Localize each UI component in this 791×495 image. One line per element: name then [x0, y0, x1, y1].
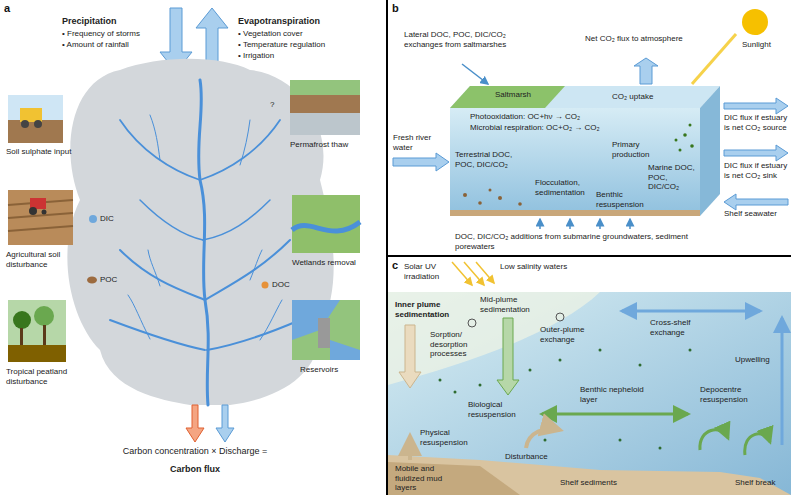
label: Sorption/ desorption processes: [430, 330, 490, 359]
panel-letter: c: [392, 259, 402, 271]
label: Shelf break: [735, 478, 785, 488]
label: Fresh river water: [393, 133, 445, 152]
label: • Temperature regulation: [238, 40, 358, 50]
label: Depocentre resuspension: [700, 385, 760, 404]
label: Sunlight: [742, 40, 787, 50]
label: ?: [270, 100, 280, 110]
label: Mid-plume sedimentation: [480, 295, 545, 314]
label: DIC flux if estuary is net CO₂ source: [724, 113, 788, 132]
label: Benthic nepheloid layer: [580, 385, 650, 404]
label: Saltmarsh: [495, 90, 545, 100]
label: Solar UV irradiation: [404, 262, 452, 281]
label: Wetlands removal: [292, 258, 372, 268]
label: Primary production: [612, 140, 672, 159]
panel: c: [388, 257, 791, 495]
label: Physical resuspension: [420, 428, 480, 447]
label: Upwelling: [735, 355, 780, 365]
label: Photooxidation: OC+hν → CO₂: [470, 112, 670, 122]
label: POC: [100, 275, 125, 285]
label: Net CO₂ flux to atmosphere: [585, 34, 685, 44]
label: Shelf seawater: [724, 209, 788, 219]
label: Benthic resuspension: [596, 190, 646, 209]
label: Terrestrial DOC, POC, DIC/CO₂: [455, 150, 530, 169]
label: Biological resuspension: [468, 400, 528, 419]
label: Lateral DOC, POC, DIC/CO₂ exchanges from…: [404, 30, 519, 49]
label: DIC flux if estuary is net CO₂ sink: [724, 161, 788, 180]
label: CO₂ uptake: [612, 92, 672, 102]
panel: a: [0, 0, 386, 495]
panel-letter: b: [392, 2, 402, 14]
label: Carbon concentration × Discharge =: [60, 446, 330, 457]
label: Microbial respiration: OC+O₂ → CO₂: [470, 123, 670, 133]
label: Flocculation, sedimentation: [535, 178, 600, 197]
label: DOC, DIC/CO₂ additions from submarine gr…: [455, 232, 695, 251]
label: • Frequency of storms: [62, 29, 162, 39]
label: Carbon flux: [60, 464, 330, 475]
label: DOC: [272, 280, 297, 290]
label: Permafrost thaw: [290, 140, 370, 150]
label: Tropical peatland disturbance: [6, 367, 78, 386]
label: Evapotranspiration: [238, 16, 358, 27]
label: Precipitation: [62, 16, 162, 27]
label: • Amount of rainfall: [62, 40, 162, 50]
label: Disturbance: [505, 452, 560, 462]
label: Reservoirs: [300, 365, 370, 375]
label: Mobile and fluidized mud layers: [395, 464, 465, 493]
label: Cross-shelf exchange: [650, 318, 720, 337]
panel-letter: a: [4, 2, 14, 14]
label: Soil sulphate input: [6, 147, 76, 157]
label: DIC: [100, 214, 125, 224]
label: • Vegetation cover: [238, 29, 358, 39]
label: Agricultural soil disturbance: [6, 250, 78, 269]
label: Shelf sediments: [560, 478, 630, 488]
label: Outer-plume exchange: [540, 325, 600, 344]
label: • Irrigation: [238, 51, 358, 61]
label: Inner plume sedimentation: [395, 300, 455, 319]
label: Low salinity waters: [500, 262, 570, 272]
label: Marine DOC, POC, DIC/CO₂: [648, 163, 698, 192]
